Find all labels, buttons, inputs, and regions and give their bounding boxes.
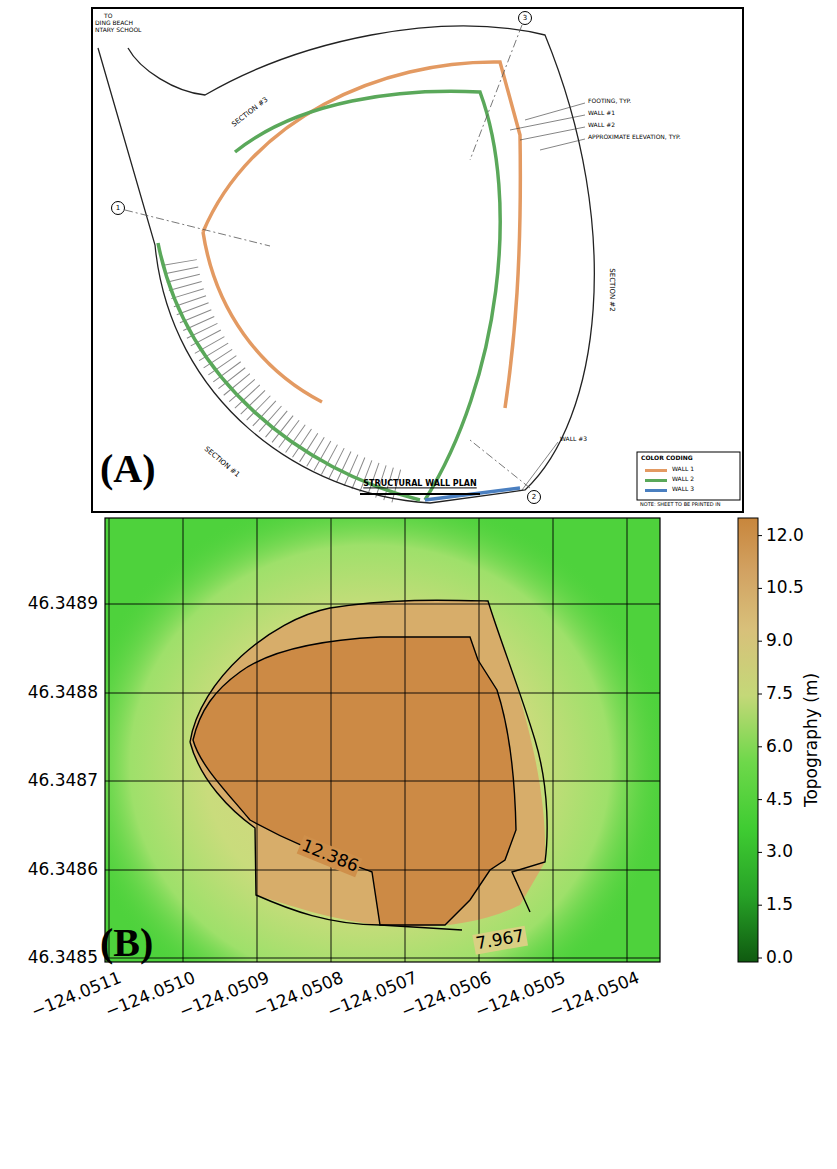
callout-text: FOOTING, TYP. <box>588 98 631 105</box>
legend-text: WALL 3 <box>672 486 694 493</box>
plot-frame <box>105 518 660 962</box>
colorbar-tick <box>758 905 762 906</box>
colorbar-tick <box>758 588 762 589</box>
section-label: SECTION #2 <box>608 268 616 311</box>
contour-line <box>190 742 462 930</box>
note-text: NTARY SCHOOL <box>95 27 141 34</box>
scale-bar <box>360 493 480 495</box>
legend-swatch <box>645 479 667 482</box>
colorbar-tick <box>758 958 762 959</box>
colorbar-tick <box>758 535 762 536</box>
colorbar-tick <box>758 694 762 695</box>
colorbar-tick <box>758 799 762 800</box>
colorbar-tick-label: 3.0 <box>766 843 793 863</box>
axis-title: Topography (m) <box>802 673 822 807</box>
topography-halo <box>105 518 660 962</box>
site-boundary <box>98 26 594 503</box>
colorbar-tick-label: 12.0 <box>766 526 804 546</box>
wall-2 <box>235 91 500 500</box>
grid-line <box>105 518 660 962</box>
note-text: DING BEACH <box>95 20 133 27</box>
legend-swatch <box>645 469 667 472</box>
colorbar-tick-label: 10.5 <box>766 579 804 599</box>
note-text: TO <box>104 13 112 20</box>
callout-text: WALL #2 <box>588 122 615 129</box>
berm-slope <box>190 600 545 927</box>
leader-line <box>510 103 585 490</box>
colorbar-tick-label: 7.5 <box>766 684 793 704</box>
colorbar-tick-label: 1.5 <box>766 895 793 915</box>
colorbar-tick <box>758 746 762 747</box>
colorbar-ticks <box>758 536 762 958</box>
colorbar <box>738 518 758 962</box>
axis-tick-label: 46.3485 <box>28 948 98 968</box>
legend-text: WALL 1 <box>672 466 694 473</box>
axis-tick-label: 46.3489 <box>28 594 98 614</box>
callout-number: 1 <box>111 201 125 215</box>
callout-text: WALL #1 <box>588 110 615 117</box>
contour-line <box>190 600 547 912</box>
colorbar-tick-label: 0.0 <box>766 948 793 968</box>
axis-tick-label: 46.3488 <box>28 683 98 703</box>
colorbar-tick-label: 9.0 <box>766 631 793 651</box>
section-line <box>125 25 530 488</box>
panel-frame <box>92 8 743 512</box>
callout-number: 2 <box>527 490 541 504</box>
note-text: NOTE: SHEET TO BE PRINTED IN <box>640 502 720 508</box>
callout-text: WALL #3 <box>560 436 587 443</box>
drawing-title: STRUCTURAL WALL PLAN <box>363 479 476 488</box>
legend-text: WALL 2 <box>672 476 694 483</box>
panel-letter: (B) <box>100 920 153 966</box>
axis-tick-label: 46.3486 <box>28 860 98 880</box>
legend-box <box>637 452 740 500</box>
wall-1 <box>203 62 520 408</box>
colorbar-tick <box>758 852 762 853</box>
callout-number: 3 <box>518 11 532 25</box>
axis-tick-label: 46.3487 <box>28 771 98 791</box>
legend-swatch <box>645 489 667 492</box>
colorbar-tick-label: 4.5 <box>766 790 793 810</box>
panel-letter: (A) <box>100 446 156 492</box>
colorbar-tick-label: 6.0 <box>766 737 793 757</box>
colorbar-tick <box>758 641 762 642</box>
legend-title: COLOR CODING <box>641 455 693 462</box>
callout-text: APPROXIMATE ELEVATION, TYP. <box>588 134 681 141</box>
stair-hatch <box>180 262 400 487</box>
wall-2 <box>158 243 420 500</box>
